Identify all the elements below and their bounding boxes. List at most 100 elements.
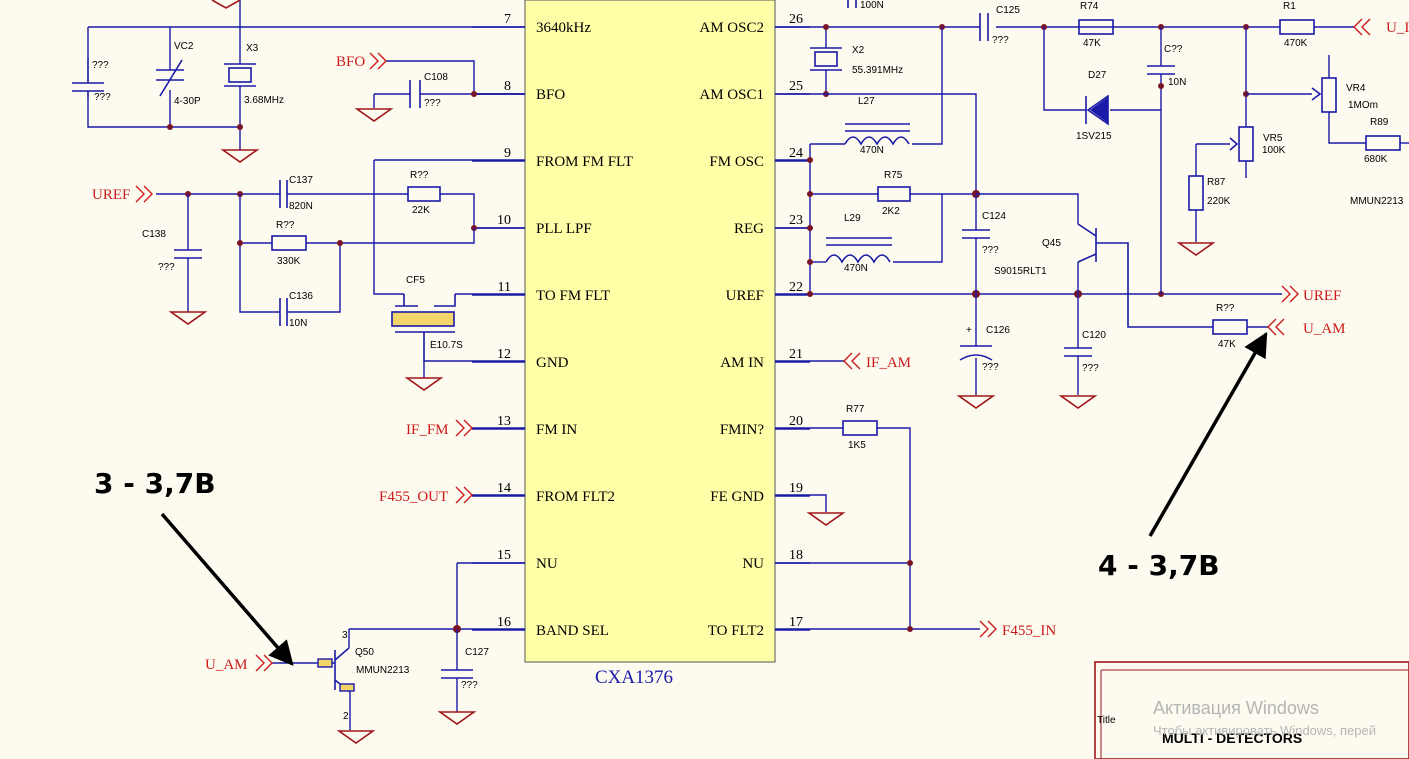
net-u-am-left: U_AM — [205, 657, 248, 673]
chip-pin-12-name: GND — [536, 355, 569, 371]
ic-cxa1376[interactable]: CXA1376 — [524, 0, 776, 688]
chip-pin-8-number: 8 — [504, 79, 511, 94]
r87-ref: R87 — [1207, 177, 1226, 188]
c136-ref: C136 — [289, 291, 313, 302]
chip-pin-19-name: FE GND — [710, 489, 764, 505]
r74-ref: R74 — [1080, 1, 1099, 12]
r89-value: 680K — [1364, 154, 1388, 165]
vr5-value: 100K — [1262, 145, 1286, 156]
r1-value: 470K — [1284, 38, 1308, 49]
r22k-ref: R?? — [410, 170, 429, 181]
r74-value: 47K — [1083, 38, 1101, 49]
net-uref-right: UREF — [1303, 288, 1341, 304]
d27-value: 1SV215 — [1076, 131, 1112, 142]
annotation-left-arrow — [160, 512, 294, 666]
title-block-label: Title — [1097, 715, 1116, 726]
chip-pin-23-number: 23 — [789, 213, 803, 228]
chip-pin-7-number: 7 — [504, 12, 511, 27]
c-100n-value: 100N — [860, 0, 884, 11]
q50-pin2: 2 — [343, 711, 349, 722]
r89-ref: R89 — [1370, 117, 1389, 128]
x3-ref: X3 — [246, 43, 259, 54]
chip-pin-22-number: 22 — [789, 280, 803, 295]
c108-value: ??? — [424, 98, 441, 109]
cq-value: 10N — [1168, 77, 1186, 88]
right-circuitry: X2 55.391MHz 100N C125 ??? L27 470N R75 … — [775, 0, 1409, 632]
chip-pin-13-number: 13 — [497, 414, 511, 429]
net-f455-out: F455_OUT — [379, 489, 448, 505]
c137-value: 820N — [289, 201, 313, 212]
chip-pin-16-name: BAND SEL — [536, 623, 609, 639]
chip-pin-10-number: 10 — [497, 213, 511, 228]
r77-ref: R77 — [846, 404, 865, 415]
net-bfo: BFO — [336, 54, 365, 70]
vr4-value: 1MOm — [1348, 100, 1378, 111]
chip-pin-17-name: TO FLT2 — [708, 623, 764, 639]
left-circuitry: ??? ??? VC2 4-30P X3 3.68MHz C108 ??? R?… — [72, 0, 525, 744]
chip-name: CXA1376 — [595, 667, 673, 688]
vr4-ref: VR4 — [1346, 83, 1366, 94]
chip-pin-22-name: UREF — [726, 288, 764, 304]
c138-value: ??? — [158, 262, 175, 273]
net-f455-in: F455_IN — [1002, 623, 1056, 639]
c120-value: ??? — [1082, 363, 1099, 374]
chip-pin-24-number: 24 — [789, 146, 803, 161]
c-top-left-ref: ??? — [92, 60, 109, 71]
r77-value: 1K5 — [848, 440, 866, 451]
chip-pin-20-name: FMIN? — [720, 422, 765, 438]
r47k-ref: R?? — [1216, 303, 1235, 314]
chip-pin-23-name: REG — [734, 221, 764, 237]
chip-pin-26-name: AM OSC2 — [699, 20, 764, 36]
title-block-title: MULTI - DETECTORS — [1162, 730, 1302, 746]
annotation-right-voltage: 4 - 3,7В — [1098, 549, 1220, 582]
c127-ref: C127 — [465, 647, 489, 658]
c120-ref: C120 — [1082, 330, 1106, 341]
chip-pin-11-number: 11 — [498, 280, 511, 295]
q50-value: MMUN2213 — [356, 665, 410, 676]
chip-pin-14-number: 14 — [497, 481, 511, 496]
q50-ref: Q50 — [355, 647, 374, 658]
x2-value: 55.391MHz — [852, 65, 903, 76]
chip-pin-20-number: 20 — [789, 414, 803, 429]
c125-value: ??? — [992, 35, 1009, 46]
r330k-value: 330K — [277, 256, 301, 267]
d27-ref: D27 — [1088, 70, 1107, 81]
chip-pin-13-name: FM IN — [536, 422, 577, 438]
voltage-annotations: 3 - 3,7В 4 - 3,7В — [94, 331, 1268, 666]
q50-pin3: 3 — [342, 630, 348, 641]
chip-pin-8-name: BFO — [536, 87, 565, 103]
c127-value: ??? — [461, 680, 478, 691]
chip-pin-17-number: 17 — [789, 615, 803, 630]
r1-ref: R1 — [1283, 1, 1296, 12]
c126-ref: C126 — [986, 325, 1010, 336]
r75-ref: R75 — [884, 170, 903, 181]
r75-value: 2K2 — [882, 206, 900, 217]
vc2-value: 4-30P — [174, 96, 201, 107]
c126-value: ??? — [982, 362, 999, 373]
vc2-ref: VC2 — [174, 41, 194, 52]
c126-plus: + — [966, 325, 972, 336]
c-top-left-value: ??? — [94, 92, 111, 103]
r87-value: 220K — [1207, 196, 1231, 207]
net-u-am-right: U_AM — [1303, 321, 1346, 337]
cf5-ref: CF5 — [406, 275, 425, 286]
chip-pin-19-number: 19 — [789, 481, 803, 496]
chip-pin-15-name: NU — [536, 556, 558, 572]
chip-pin-14-name: FROM FLT2 — [536, 489, 615, 505]
l29-ref: L29 — [844, 213, 861, 224]
l29-value: 470N — [844, 263, 868, 274]
chip-pin-15-number: 15 — [497, 548, 511, 563]
c124-ref: C124 — [982, 211, 1006, 222]
chip-pin-9-number: 9 — [504, 146, 511, 161]
x3-value: 3.68MHz — [244, 95, 284, 106]
chip-pin-11-name: TO FM FLT — [536, 288, 610, 304]
cq-ref: C?? — [1164, 44, 1183, 55]
c138-ref: C138 — [142, 229, 166, 240]
r47k-value: 47K — [1218, 339, 1236, 350]
chip-pin-18-number: 18 — [789, 548, 803, 563]
c124-value: ??? — [982, 245, 999, 256]
chip-pin-9-name: FROM FM FLT — [536, 154, 633, 170]
net-uref-left: UREF — [92, 187, 130, 203]
c125-ref: C125 — [996, 5, 1020, 16]
